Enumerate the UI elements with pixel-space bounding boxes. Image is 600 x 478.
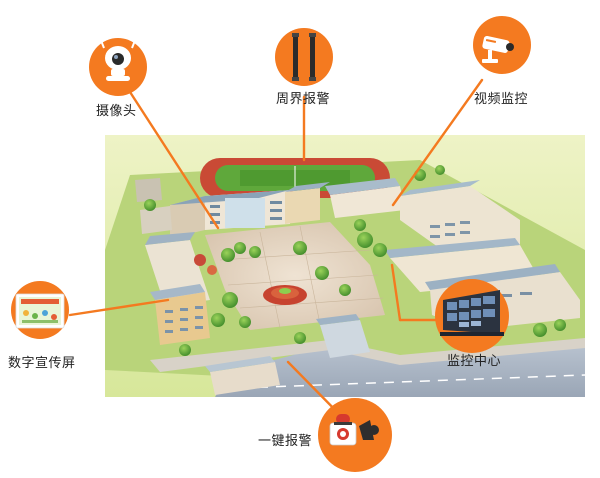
monitoring-center-badge — [435, 279, 509, 353]
campus-illustration — [105, 135, 586, 397]
label-monitoring-center: 监控中心 — [447, 354, 502, 369]
label-one-key-alarm: 一键报警 — [258, 434, 313, 449]
east-buildings — [325, 178, 520, 252]
video-monitoring-badge — [473, 16, 531, 74]
trees — [144, 165, 566, 356]
one-key-alarm-badge — [318, 398, 392, 472]
digital-display-badge — [11, 281, 69, 339]
label-perimeter-alarm: 周界报警 — [276, 92, 331, 107]
connector-video-monitoring — [391, 78, 484, 207]
label-camera: 摄像头 — [96, 104, 137, 119]
label-video-monitoring: 视频监控 — [474, 92, 529, 107]
cctv-camera-icon — [482, 35, 514, 63]
west-buildings — [135, 178, 210, 345]
main-building — [170, 182, 330, 238]
camera-icon — [99, 37, 137, 81]
label-digital-display: 数字宣传屏 — [8, 356, 76, 371]
connector-camera — [128, 90, 220, 230]
connector-digital-display — [68, 298, 170, 317]
camera-badge — [89, 37, 147, 96]
street — [215, 345, 585, 397]
connector-monitoring-center — [390, 263, 402, 322]
sidewalk — [150, 338, 585, 372]
infrared-beam-icon — [292, 33, 316, 81]
school-gate — [205, 314, 370, 395]
alarm-button-icon — [329, 414, 379, 446]
display-screen-icon — [15, 293, 65, 329]
perimeter-alarm-badge — [275, 28, 333, 86]
video-wall-icon — [440, 290, 504, 336]
